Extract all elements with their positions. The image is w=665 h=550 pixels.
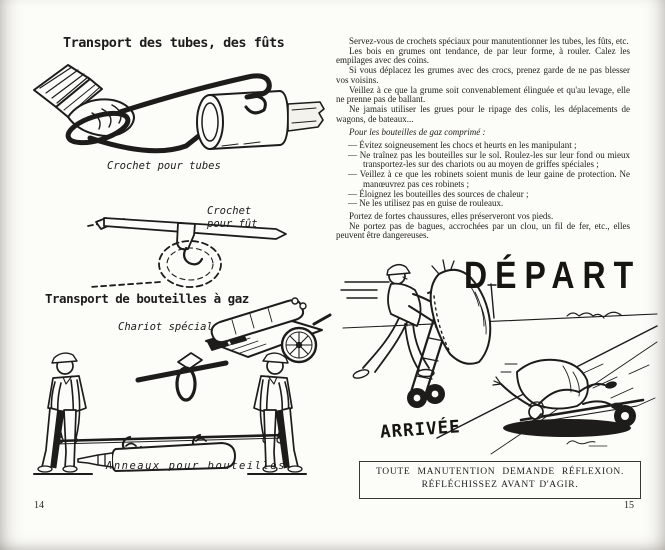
artist-signature	[566, 440, 608, 447]
worker-left	[33, 352, 93, 475]
body-paragraph: Veillez à ce que la grume soit convenabl…	[336, 84, 630, 105]
gas-list-item: — Éloignez les bouteilles des sources de…	[348, 188, 529, 199]
body-paragraph: Servez-vous de crochets spéciaux pour ma…	[349, 36, 629, 46]
cartoon-handling-scene-drawing	[340, 259, 658, 455]
gas-list-item: — Ne les utilisez pas en guise de roulea…	[348, 198, 504, 209]
gas-list-item: — Veillez à ce que les robinets soient m…	[348, 169, 630, 189]
body-paragraph: Les bois en grumes ont tendance, de par …	[336, 45, 630, 66]
illustration-bottle-carriers-drawing	[33, 352, 307, 475]
worker-right	[247, 352, 307, 475]
fallen-figure-group	[492, 358, 645, 437]
notice-box: TOUTE MANUTENTION DEMANDE RÉFLEXION. RÉF…	[359, 461, 641, 499]
page-number-left: 14	[34, 500, 44, 511]
illustration-drum-hook-drawing	[87, 217, 287, 288]
section-title-tubes: Transport des tubes, des fûts	[63, 35, 285, 51]
body-paragraph: Ne portez pas de bagues, accrochées par …	[336, 220, 630, 241]
caption-drum-hook: Crochet pour fût	[207, 205, 258, 230]
notice-line-1: TOUTE MANUTENTION DEMANDE RÉFLEXION.	[375, 467, 625, 477]
body-paragraph: Portez de fortes chaussures, elles prése…	[349, 210, 554, 221]
page-number-right: 15	[624, 500, 634, 511]
gas-list-item: — Ne traînez pas les bouteilles sur le s…	[348, 149, 630, 170]
illustration-tube-hook-drawing	[33, 64, 325, 154]
notice-line-2: RÉFLÉCHISSEZ AVANT D'AGIR.	[421, 480, 579, 490]
gas-list-item: — Évitez soigneusement les chocs et heur…	[348, 140, 577, 151]
body-paragraph: Si vous déplacez les grumes avec des cro…	[336, 65, 630, 85]
section-title-gas: Transport de bouteilles à gaz	[45, 291, 249, 306]
caption-gas-cart: Chariot spécial	[118, 321, 213, 333]
safety-text-block: Servez-vous de crochets spéciaux pour ma…	[336, 36, 630, 241]
gas-list-heading: Pour les bouteilles de gaz comprimé :	[349, 127, 486, 138]
depart-label: DÉPART	[464, 254, 642, 297]
sack-on-truck	[429, 259, 492, 365]
illustration-gas-cart-drawing	[205, 297, 332, 364]
caption-bottle-rings: Anneaux pour bouteilles	[106, 460, 286, 472]
body-paragraph: Ne jamais utiliser les grues pour le rip…	[336, 103, 630, 124]
caption-tube-hook: Crochet pour tubes	[107, 160, 221, 172]
